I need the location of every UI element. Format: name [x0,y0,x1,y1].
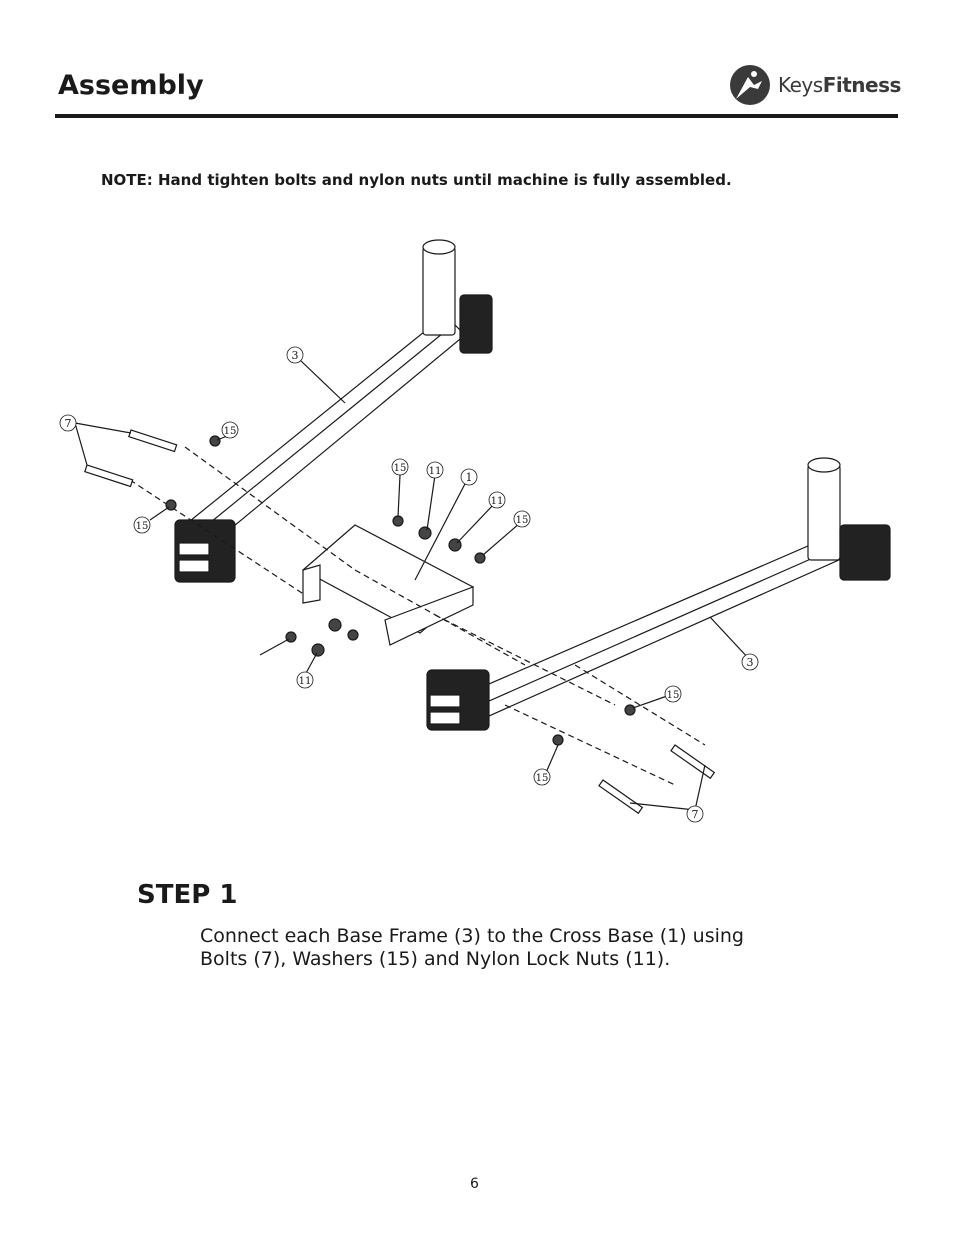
callout-3-upper: 3 [286,346,304,364]
svg-text:15: 15 [536,773,549,784]
svg-text:1: 1 [466,471,473,484]
page-title: Assembly [58,70,204,101]
svg-text:15: 15 [136,521,149,532]
callout-1: 1 [460,468,478,486]
svg-text:11: 11 [491,496,504,507]
runner-logo-icon [730,65,770,105]
callout-7-lower: 7 [686,805,704,823]
svg-text:15: 15 [667,690,680,701]
header-rule [55,114,898,118]
callout-15-f: 15 [533,768,551,786]
callout-11-c: 11 [296,671,314,689]
svg-text:15: 15 [224,426,237,437]
lower-base-frame [426,457,891,731]
callout-11-a: 11 [426,461,444,479]
washers-and-nuts [165,435,636,746]
assembly-note: NOTE: Hand tighten bolts and nylon nuts … [101,171,732,189]
svg-text:7: 7 [65,417,72,430]
cross-base [301,524,475,646]
callout-leaders [74,359,751,811]
svg-text:11: 11 [429,466,442,477]
step-instructions: Connect each Base Frame (3) to the Cross… [200,925,744,970]
callout-11-b: 11 [488,491,506,509]
svg-text:11: 11 [299,676,312,687]
svg-text:15: 15 [516,515,529,526]
logo-keys: Keys [778,73,823,97]
svg-text:15: 15 [394,463,407,474]
logo-wordmark: KeysFitness [778,73,901,97]
callout-15-a: 15 [221,421,239,439]
callout-15-b: 15 [133,516,151,534]
step-title: STEP 1 [137,880,238,910]
assembly-guide-lines [129,446,706,786]
upper-base-frame [174,239,493,583]
keysfitness-logo: KeysFitness [728,63,901,107]
assembly-diagram: 3 7 15 15 11 1 11 15 15 11 3 15 15 7 [59,239,891,823]
svg-text:3: 3 [747,656,754,669]
svg-text:3: 3 [292,349,299,362]
svg-text:7: 7 [692,808,699,821]
callout-labels: 3 7 15 15 11 1 11 15 15 11 3 15 15 7 [59,346,759,823]
page-number: 6 [470,1176,479,1192]
callout-15-d: 15 [513,510,531,528]
callout-7-upper: 7 [59,414,77,432]
logo-fitness: Fitness [822,73,902,97]
callout-15-e: 15 [664,685,682,703]
callout-3-lower: 3 [741,653,759,671]
callout-15-c: 15 [391,458,409,476]
